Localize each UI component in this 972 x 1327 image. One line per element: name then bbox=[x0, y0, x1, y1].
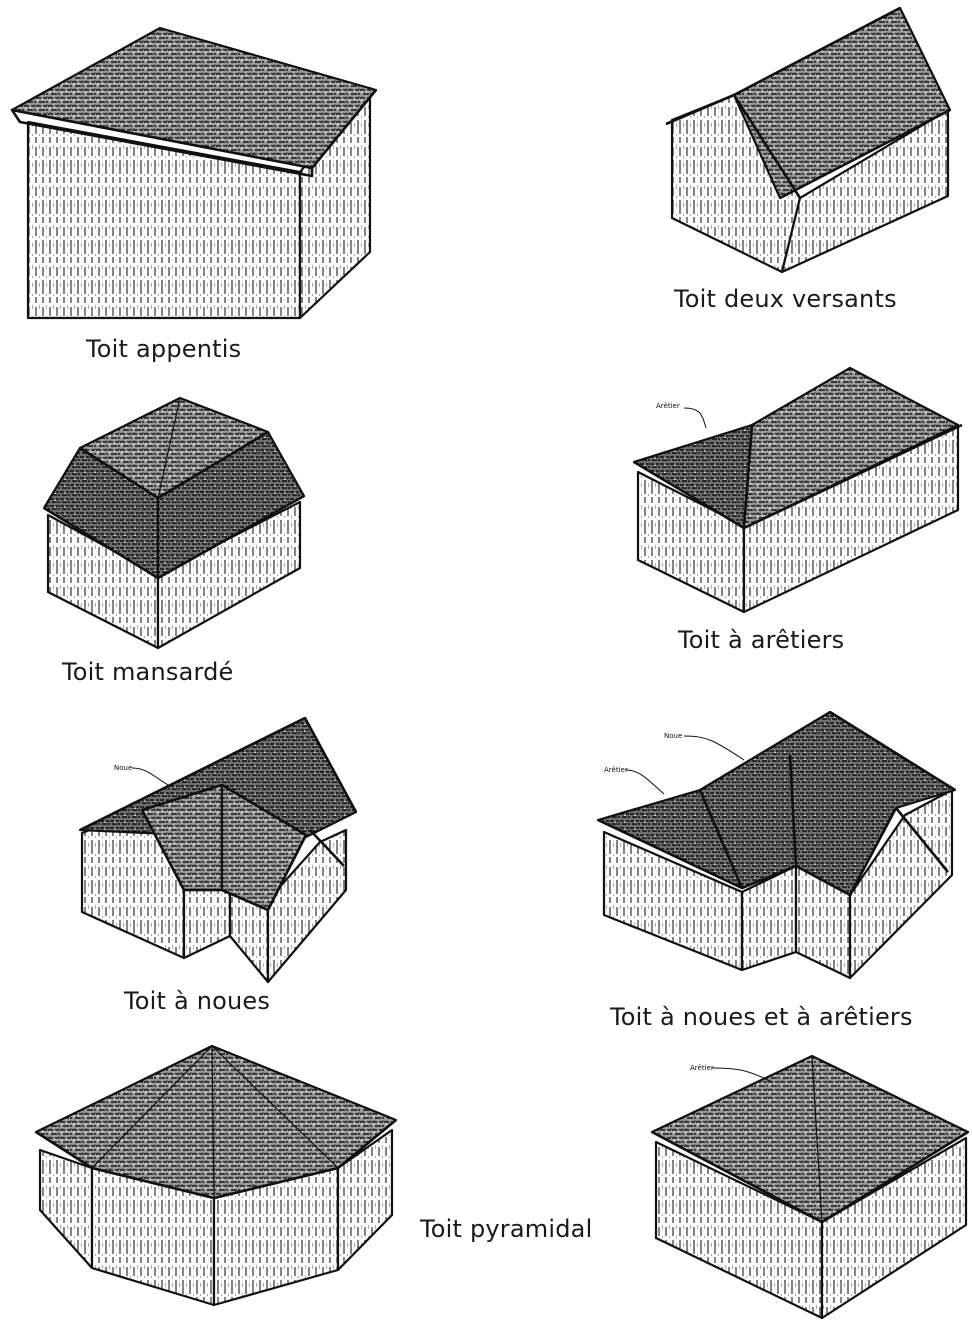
label-noue: Noue bbox=[114, 764, 133, 772]
appentis-roof-illustration bbox=[10, 26, 378, 320]
noues-aretiers-roof-illustration bbox=[596, 710, 957, 980]
caption-toit-noues: Toit à noues bbox=[124, 987, 271, 1015]
pyramidal-square-roof-illustration bbox=[650, 1054, 970, 1320]
caption-toit-pyramidal: Toit pyramidal bbox=[420, 1215, 593, 1243]
caption-toit-aretiers: Toit à arêtiers bbox=[678, 626, 845, 654]
mansarde-roof-illustration bbox=[42, 396, 306, 650]
label-aretier: Arêtier bbox=[604, 766, 628, 774]
noues-roof-illustration bbox=[78, 716, 358, 984]
label-noue: Noue bbox=[664, 732, 683, 740]
caption-toit-noues-aretiers: Toit à noues et à arêtiers bbox=[610, 1003, 913, 1031]
aretiers-roof-illustration bbox=[632, 366, 963, 614]
deux-versants-roof-illustration bbox=[665, 6, 952, 274]
caption-toit-appentis: Toit appentis bbox=[86, 335, 242, 363]
label-aretier: Arêtier bbox=[690, 1064, 714, 1072]
label-aretier: Arêtier bbox=[656, 402, 680, 410]
caption-toit-mansarde: Toit mansardé bbox=[62, 658, 234, 686]
pyramidal-hexagonal-roof-illustration bbox=[34, 1044, 398, 1307]
caption-toit-deux-versants: Toit deux versants bbox=[674, 285, 897, 313]
